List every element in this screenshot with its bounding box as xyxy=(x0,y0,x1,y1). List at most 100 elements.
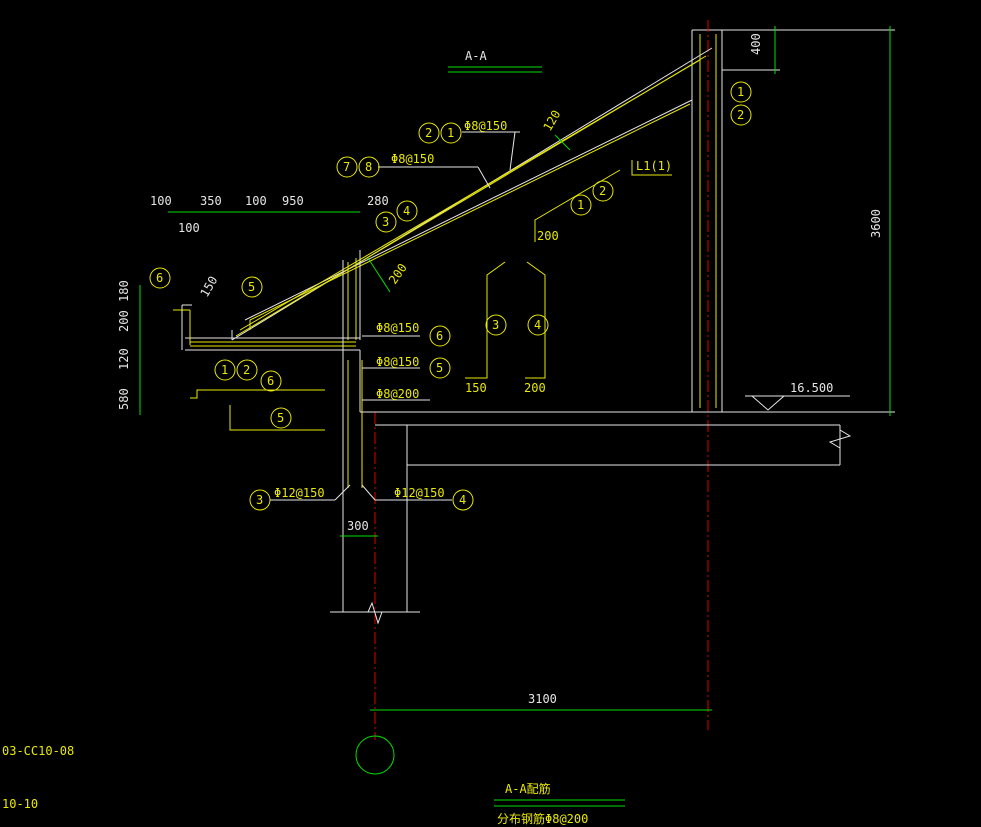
rebar-12: Φ8@150 xyxy=(464,119,507,133)
dim-200-slab: 200 xyxy=(386,261,410,287)
svg-text:8: 8 xyxy=(365,160,372,174)
svg-text:1: 1 xyxy=(737,85,744,99)
bar12-len: 200 xyxy=(537,229,559,243)
roof-slab xyxy=(231,47,713,341)
eave-column xyxy=(342,250,361,340)
dim-100-c: 100 xyxy=(178,221,200,235)
bottom-title: A-A配筋 xyxy=(505,781,551,796)
svg-text:2: 2 xyxy=(599,184,606,198)
rebar-5: Φ8@150 xyxy=(376,355,419,369)
bubble-1-eave: 1 xyxy=(214,359,236,381)
main-wall xyxy=(330,340,420,625)
section-title: A-A xyxy=(465,49,487,63)
svg-text:1: 1 xyxy=(447,126,454,140)
svg-text:6: 6 xyxy=(156,271,163,285)
bubble-4-wall: 4 xyxy=(452,489,474,511)
dim-120-leader xyxy=(554,134,571,151)
bubble-2-top: 2 xyxy=(730,104,752,126)
detail-number: 10-10 xyxy=(2,797,38,811)
dim-280: 280 xyxy=(367,194,389,208)
dim-200: 200 xyxy=(117,310,131,332)
svg-text:1: 1 xyxy=(577,198,584,212)
beam-mark: L1(1) xyxy=(636,159,672,173)
bubble-6-left: 6 xyxy=(149,267,171,289)
bubble-3-wall: 3 xyxy=(249,489,271,511)
svg-text:3: 3 xyxy=(256,493,263,507)
bubble-1-top: 1 xyxy=(730,81,752,103)
eave-slab xyxy=(173,304,360,351)
dim-580: 580 xyxy=(117,388,131,410)
bubble-8: 8 xyxy=(358,156,380,178)
svg-text:3: 3 xyxy=(382,215,389,229)
dim-300: 300 xyxy=(347,519,369,533)
svg-text:7: 7 xyxy=(343,160,350,174)
rebar-4: Φ12@150 xyxy=(394,486,445,500)
distribution-note: 分布钢筋Φ8@200 xyxy=(497,811,588,826)
svg-text:1: 1 xyxy=(221,363,228,377)
bar12-shape xyxy=(534,169,621,242)
dim-350: 350 xyxy=(200,194,222,208)
rebar-200: Φ8@200 xyxy=(376,387,419,401)
bubble-3-detail: 3 xyxy=(485,314,507,336)
bar3-shape xyxy=(465,261,506,379)
bar4-shape xyxy=(525,261,546,379)
bubble-3-eave: 3 xyxy=(375,211,397,233)
bubble-5-right: 5 xyxy=(429,357,451,379)
svg-text:4: 4 xyxy=(403,204,410,218)
bubble-4-eave: 4 xyxy=(396,200,418,222)
bubble-6-right: 6 xyxy=(429,325,451,347)
svg-text:2: 2 xyxy=(425,126,432,140)
rebar-bubbles: 1 2 2 1 1 2 7 8 3 4 5 6 1 2 6 5 3 4 6 5 … xyxy=(149,81,752,511)
dim-right xyxy=(722,26,895,416)
bubble-5-eave: 5 xyxy=(241,276,263,298)
svg-text:2: 2 xyxy=(737,108,744,122)
dim-3600: 3600 xyxy=(869,209,883,238)
dim-150: 150 xyxy=(197,274,220,300)
rebar-78: Φ8@150 xyxy=(391,152,434,166)
bar6-shape xyxy=(190,389,325,399)
svg-text:5: 5 xyxy=(436,361,443,375)
svg-text:6: 6 xyxy=(436,329,443,343)
sheet-number: 03-CC10-08 xyxy=(2,744,74,758)
svg-text:4: 4 xyxy=(534,318,541,332)
bubble-7: 7 xyxy=(336,156,358,178)
dim-120-top: 120 xyxy=(540,108,563,134)
bubble-1-beam: 1 xyxy=(570,194,592,216)
dim-120: 120 xyxy=(117,348,131,370)
rebar-6: Φ8@150 xyxy=(376,321,419,335)
rebar-3: Φ12@150 xyxy=(274,486,325,500)
bubble-2-eave: 2 xyxy=(236,359,258,381)
leader-78b xyxy=(477,166,491,189)
bubble-6-detail: 6 xyxy=(260,370,282,392)
svg-text:2: 2 xyxy=(243,363,250,377)
elevation-marker xyxy=(745,395,850,411)
elevation-label: 16.500 xyxy=(790,381,833,395)
parapet-column xyxy=(691,29,723,412)
bar4-len: 200 xyxy=(524,381,546,395)
leader-12b xyxy=(509,131,516,171)
svg-text:3: 3 xyxy=(492,318,499,332)
svg-text:5: 5 xyxy=(277,411,284,425)
dim-100-b: 100 xyxy=(245,194,267,208)
beam-mark-line xyxy=(631,160,672,176)
dim-180: 180 xyxy=(117,280,131,302)
axis-bubble xyxy=(355,735,395,775)
dim-950: 950 xyxy=(282,194,304,208)
dim-400: 400 xyxy=(749,33,763,55)
bar5-shape xyxy=(229,405,325,431)
svg-text:4: 4 xyxy=(459,493,466,507)
bubble-5-detail: 5 xyxy=(270,407,292,429)
bubble-2-slab: 2 xyxy=(418,122,440,144)
dim-100-a: 100 xyxy=(150,194,172,208)
svg-text:5: 5 xyxy=(248,280,255,294)
bubble-4-detail: 4 xyxy=(527,314,549,336)
dim-3100: 3100 xyxy=(528,692,557,706)
leader-3b xyxy=(334,484,351,501)
bubble-2-beam: 2 xyxy=(592,180,614,202)
floor-slab xyxy=(360,411,852,466)
bubble-1-slab: 1 xyxy=(440,122,462,144)
bar3-len: 150 xyxy=(465,381,487,395)
svg-text:6: 6 xyxy=(267,374,274,388)
leader-4b xyxy=(361,484,376,501)
